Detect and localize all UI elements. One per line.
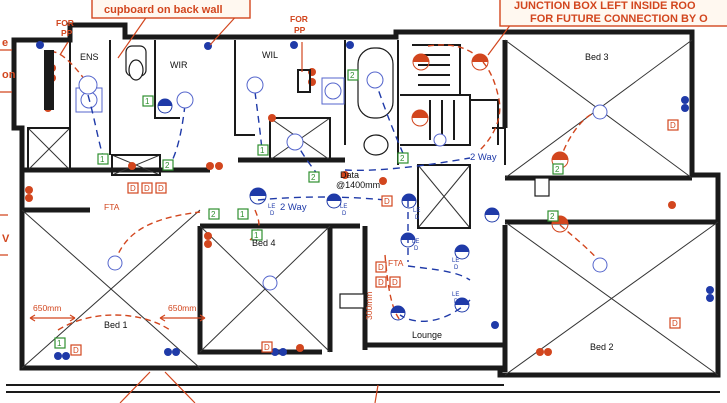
svg-text:LE: LE <box>340 204 347 210</box>
callouts: cupboard on back wall JUNCTION BOX LEFT … <box>0 0 727 256</box>
ceiling-light-icon <box>107 255 123 271</box>
note-cupboard: cupboard on back wall <box>104 4 223 16</box>
data-label: Data <box>340 170 359 180</box>
fta-label: FTA <box>388 258 404 268</box>
for-pp-label: FOR <box>290 14 308 24</box>
svg-text:D: D <box>378 278 384 287</box>
svg-text:LE: LE <box>268 204 275 210</box>
for-pp-label: PP <box>61 28 73 38</box>
ceiling-light-icon <box>176 91 194 109</box>
svg-text:LE: LE <box>412 239 419 245</box>
svg-text:1: 1 <box>100 155 105 164</box>
svg-text:2: 2 <box>211 210 216 219</box>
dimension-label: 650mm <box>168 303 196 313</box>
room-wir: WIR <box>170 60 188 70</box>
room-ens: ENS <box>80 52 99 62</box>
for-pp-label: PP <box>294 25 306 35</box>
svg-text:D: D <box>670 121 676 130</box>
room-bed3: Bed 3 <box>585 52 609 62</box>
svg-text:D: D <box>392 278 398 287</box>
svg-text:2: 2 <box>350 71 355 80</box>
room-labels: ENS WIR WIL Bed 3 Bed 4 Bed 1 Bed 2 Loun… <box>80 50 614 352</box>
left-note-fragment: V <box>2 233 10 245</box>
ceiling-light-icon <box>366 71 384 89</box>
svg-text:1: 1 <box>254 231 259 240</box>
switches: 1 2 1 1 2 2 2 1 1 1 2 2 2 <box>54 69 564 349</box>
fta-label: FTA <box>104 202 120 212</box>
svg-text:D: D <box>454 265 459 271</box>
svg-text:2: 2 <box>555 165 560 174</box>
room-bed2: Bed 2 <box>590 342 614 352</box>
note-junction-1: JUNCTION BOX LEFT INSIDE ROO <box>514 0 696 12</box>
room-diagonals <box>21 39 719 376</box>
ceiling-light-icon <box>592 257 608 273</box>
svg-text:1: 1 <box>145 97 150 106</box>
svg-text:LE: LE <box>452 292 459 298</box>
data-points: D D D D D D D D D D D <box>70 119 681 356</box>
svg-text:1: 1 <box>260 146 265 155</box>
note-box-junction <box>499 0 727 27</box>
svg-text:LE: LE <box>413 208 420 214</box>
svg-text:D: D <box>378 263 384 272</box>
note-junction-2: FOR FUTURE CONNECTION BY O <box>530 13 708 25</box>
svg-text:2: 2 <box>400 154 405 163</box>
basin-icon <box>363 134 389 156</box>
svg-text:2: 2 <box>550 212 555 221</box>
svg-text:2: 2 <box>311 173 316 182</box>
svg-text:D: D <box>415 215 420 221</box>
for-pp-label: FOR <box>56 18 74 28</box>
ceiling-light-icon <box>262 275 278 291</box>
room-bed4: Bed 4 <box>252 238 276 248</box>
data-height-label: @1400mm <box>336 180 380 190</box>
svg-text:D: D <box>158 184 164 193</box>
ceiling-light-icon <box>78 75 98 95</box>
switchboard <box>44 50 54 110</box>
svg-text:2: 2 <box>165 161 170 170</box>
lights <box>78 53 608 321</box>
led-labels: LED LED LED LED LED LED <box>268 204 459 305</box>
svg-text:D: D <box>270 211 275 217</box>
ceiling-light-icon <box>286 133 304 151</box>
svg-text:1: 1 <box>57 339 62 348</box>
dimension-label: 300mm <box>364 292 374 320</box>
dimension-label: 650mm <box>33 303 61 313</box>
room-wil: WIL <box>262 50 278 60</box>
svg-text:D: D <box>672 319 678 328</box>
power-points <box>25 41 714 360</box>
svg-text:D: D <box>384 197 390 206</box>
note-box-cupboard <box>91 0 251 19</box>
svg-text:D: D <box>454 299 459 305</box>
data-cabinet <box>297 69 311 93</box>
svg-text:D: D <box>264 343 270 352</box>
ceiling-light-icon <box>592 104 608 120</box>
left-note-fragment: on <box>2 69 16 81</box>
svg-text:D: D <box>342 211 347 217</box>
svg-text:D: D <box>144 184 150 193</box>
svg-text:1: 1 <box>240 210 245 219</box>
led-downlights <box>157 98 500 321</box>
two-way-label: 2 Way <box>280 202 307 213</box>
svg-text:D: D <box>130 184 136 193</box>
ceiling-light-icon <box>246 76 264 94</box>
left-note-fragment: e <box>2 37 8 49</box>
room-bed1: Bed 1 <box>104 320 128 330</box>
svg-text:D: D <box>414 246 419 252</box>
two-way-label: 2 Way <box>470 152 497 163</box>
ceiling-light-icon <box>433 133 447 147</box>
svg-text:LE: LE <box>452 258 459 264</box>
room-lounge: Lounge <box>412 330 442 340</box>
svg-text:D: D <box>73 346 79 355</box>
